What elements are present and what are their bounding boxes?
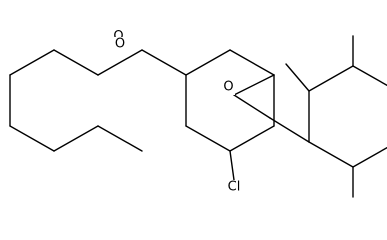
atom-label-layer: O O O Cl	[112, 29, 244, 195]
molecule-structure: O O O Cl	[9, 29, 387, 198]
ring-oxygen-label: O	[115, 37, 125, 52]
carbonyl-oxygen-label: O	[113, 29, 123, 44]
aryl-ring-bond	[352, 65, 387, 87]
aryl-ring-bond	[308, 65, 354, 92]
benzene-ring-bond	[185, 125, 231, 152]
chloro-bond	[229, 150, 235, 181]
lactone-bond	[141, 49, 187, 76]
chlorine-atom: Cl	[224, 180, 244, 195]
chlorine-label: Cl	[228, 180, 241, 195]
methyl-bond	[285, 63, 310, 92]
ether-oxygen-label: O	[223, 80, 233, 95]
cyclohexane-bond	[53, 125, 99, 152]
ether-bond	[233, 94, 271, 119]
ether-bond	[233, 74, 275, 96]
aryl-ring-bond	[308, 141, 354, 168]
cyclohexane-bond	[53, 49, 99, 76]
lactone-bond	[97, 49, 143, 76]
aryl-ring-bond	[352, 146, 387, 168]
benzyl-bond	[269, 117, 310, 143]
ring-oxygen-atom: O	[113, 37, 126, 52]
cyclohexane-bond	[9, 49, 55, 76]
benzene-ring-bond	[229, 49, 275, 76]
bond-layer	[9, 35, 387, 198]
benzene-ring-bond	[229, 125, 275, 152]
ether-oxygen-atom: O	[222, 80, 235, 95]
benzene-ring-bond	[185, 49, 231, 76]
cyclohexane-bond	[9, 125, 55, 152]
lactone-bond	[97, 125, 143, 152]
